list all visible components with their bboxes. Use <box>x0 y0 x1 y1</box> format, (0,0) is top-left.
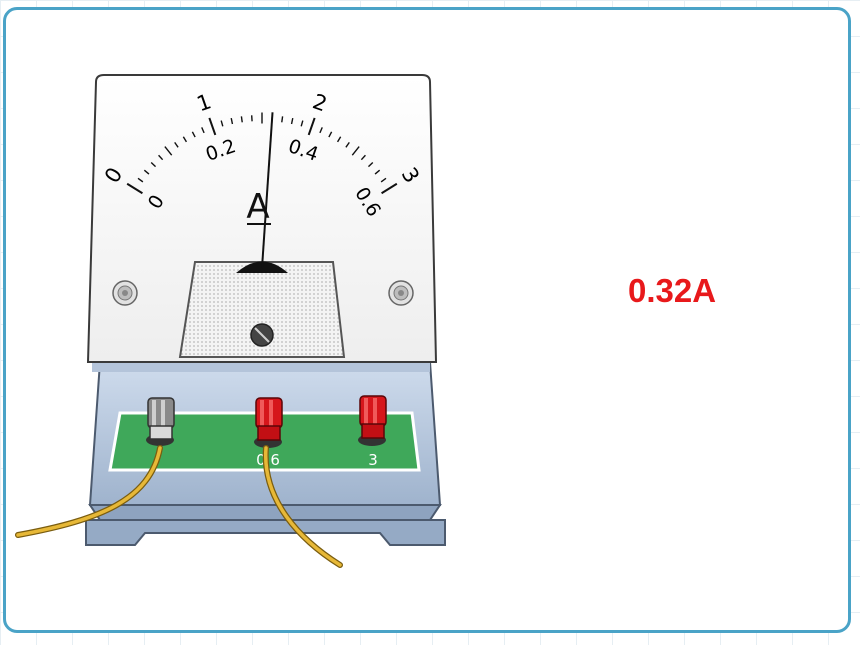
scale-tick <box>281 116 284 123</box>
scale-tick <box>220 120 224 127</box>
scale-tick <box>319 127 323 134</box>
scale-tick <box>191 131 196 138</box>
scale-tick <box>374 169 381 175</box>
scale-tick <box>307 117 316 136</box>
scale-tick <box>182 136 188 143</box>
scale-tick <box>150 161 157 168</box>
terminal-label-3: 3 <box>368 451 378 469</box>
scale-tick <box>164 146 173 156</box>
scale-tick <box>158 154 164 161</box>
needle <box>261 112 274 269</box>
scale-tick <box>143 169 150 175</box>
scale-tick <box>345 141 350 148</box>
terminal-negative[interactable] <box>146 397 175 446</box>
scale-tick <box>290 117 294 125</box>
face-screw-right <box>388 280 414 306</box>
answer-reading: 0.32A <box>628 272 717 309</box>
pivot-window <box>178 261 346 358</box>
scale-tick <box>328 131 333 138</box>
scale-tick <box>380 177 387 183</box>
scale-tick <box>381 182 398 195</box>
scale-tick <box>208 117 217 136</box>
terminal-0.6[interactable] <box>254 397 283 448</box>
scale-tick <box>351 146 360 156</box>
scale-tick <box>201 127 205 134</box>
zero-adjust-screw[interactable] <box>250 323 274 347</box>
scale-tick <box>240 116 243 123</box>
scale-tick <box>367 161 374 168</box>
meter-face <box>86 74 438 363</box>
scale-tick <box>137 177 144 183</box>
scale-tick <box>360 154 366 161</box>
scale-tick <box>126 182 143 195</box>
scale-tick <box>300 120 304 127</box>
scale-tick <box>336 136 342 143</box>
scale-tick <box>230 117 234 125</box>
terminal-3[interactable] <box>358 395 387 446</box>
scale-tick <box>174 141 179 148</box>
unit-symbol: A <box>246 187 269 227</box>
face-screw-left <box>112 280 138 306</box>
